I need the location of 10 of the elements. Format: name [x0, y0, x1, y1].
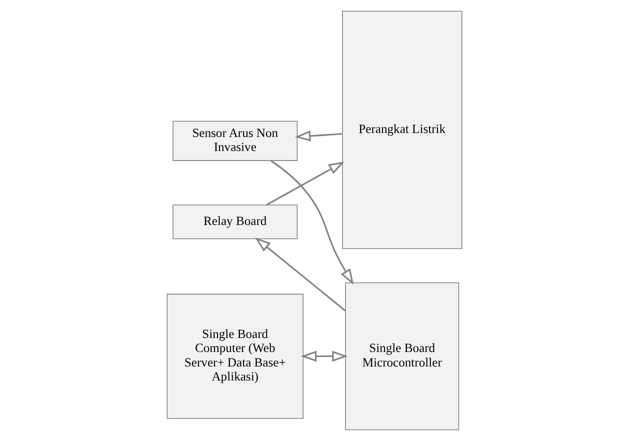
arrow [300, 350, 348, 362]
node-box: Single Board Computer (Web Server+ Data Base+ Aplikasi) [166, 294, 304, 419]
arrow [270, 160, 354, 285]
node-box: Sensor Arus Non Invasive [172, 120, 298, 161]
node-box: Perangkat Listrik [342, 10, 462, 249]
arrow [255, 237, 346, 312]
arrow [294, 130, 342, 142]
node-box: Single Board Microcontroller [345, 282, 460, 430]
arrow [266, 162, 344, 206]
node-box: Relay Board [172, 204, 298, 240]
